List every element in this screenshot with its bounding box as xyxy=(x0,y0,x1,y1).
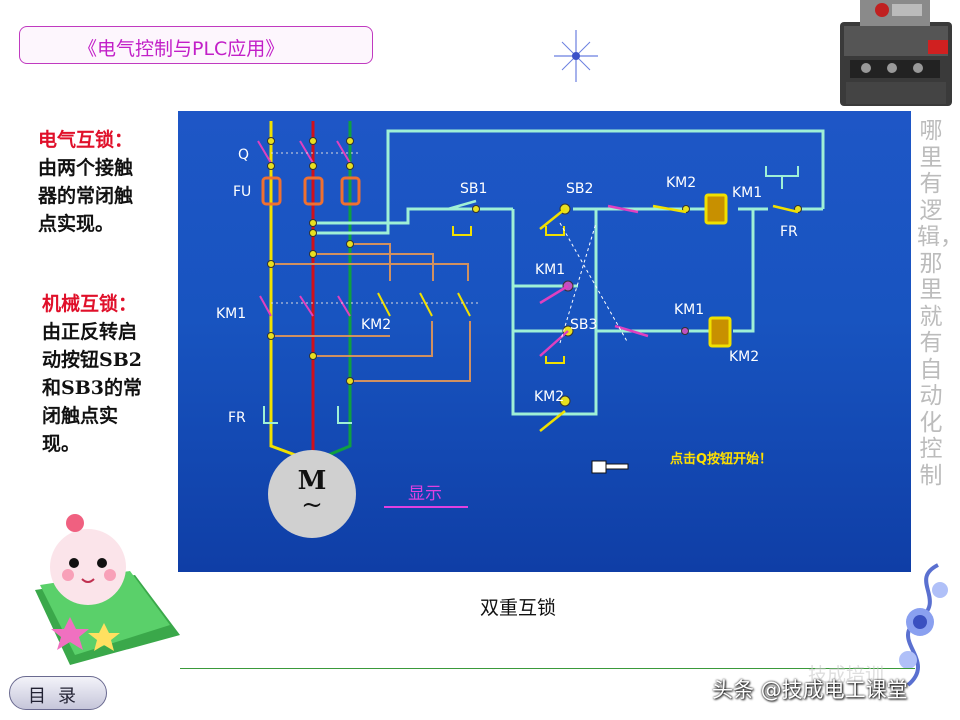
label-km2-self: KM2 xyxy=(534,389,564,405)
motor-label: M xyxy=(298,466,327,496)
label-km2-top: KM2 xyxy=(666,175,696,191)
label-km1-self: KM1 xyxy=(535,262,565,278)
label-sb3: SB3 xyxy=(570,317,597,333)
pointing-hand-icon xyxy=(591,460,629,474)
show-button[interactable]: 显示 xyxy=(408,484,442,504)
km1-coil xyxy=(704,193,728,225)
mechanical-interlock-heading: 机械互锁： xyxy=(42,293,138,315)
km2-coil xyxy=(708,316,732,348)
course-title-box: 《电气控制与PLC应用》 xyxy=(19,26,373,64)
electrical-interlock-note: 电气互锁： 由两个接触器的常闭触点实现。 xyxy=(38,126,150,238)
label-sb1: SB1 xyxy=(460,181,487,197)
contents-button[interactable]: 目录 xyxy=(9,676,107,710)
label-fu: FU xyxy=(233,184,251,200)
thermal-relay-image xyxy=(840,0,952,106)
mechanical-interlock-text: 由正反转启动按钮SB2和SB3的常闭触点实现。 xyxy=(42,321,143,455)
start-hint: 点击Q按钮开始！ xyxy=(670,451,772,467)
watermark-text: 头条 @技成电工课堂 xyxy=(712,678,908,702)
label-km1-main: KM1 xyxy=(216,306,246,322)
mechanical-interlock-note: 机械互锁： 由正反转启动按钮SB2和SB3的常闭触点实现。 xyxy=(42,290,154,458)
footer-divider xyxy=(180,668,915,669)
watermark-faded: 技成培训 xyxy=(808,664,885,686)
label-fr-ctrl: FR xyxy=(780,224,798,240)
label-sb2: SB2 xyxy=(566,181,593,197)
contents-button-label: 目录 xyxy=(28,686,88,707)
electrical-interlock-heading: 电气互锁： xyxy=(38,129,134,151)
label-km1-bottom: KM1 xyxy=(674,302,704,318)
label-km2-coil: KM2 xyxy=(729,349,759,365)
label-fr-main: FR xyxy=(228,410,246,426)
motor-icon xyxy=(268,450,356,538)
circuit-diagram: M ~ Q FU KM1 KM2 FR SB1 SB2 SB3 KM2 KM1 … xyxy=(216,121,825,538)
sparkle-icon xyxy=(554,30,598,82)
label-q: Q xyxy=(238,147,249,163)
circuit-diagram-panel: M ~ Q FU KM1 KM2 FR SB1 SB2 SB3 KM2 KM1 … xyxy=(178,111,911,572)
diagram-caption: 双重互锁 xyxy=(480,597,557,619)
electrical-interlock-text: 由两个接触器的常闭触点实现。 xyxy=(38,157,134,235)
label-km2-main: KM2 xyxy=(361,317,391,333)
cartoon-mascot-image xyxy=(35,514,180,665)
course-title: 《电气控制与PLC应用》 xyxy=(78,38,285,60)
vertical-slogan: 哪里有逻辑，那里就有自动化控制 xyxy=(917,118,960,489)
motor-tilde: ~ xyxy=(301,490,323,520)
ornament-image xyxy=(899,563,948,687)
label-km1-coil: KM1 xyxy=(732,185,762,201)
